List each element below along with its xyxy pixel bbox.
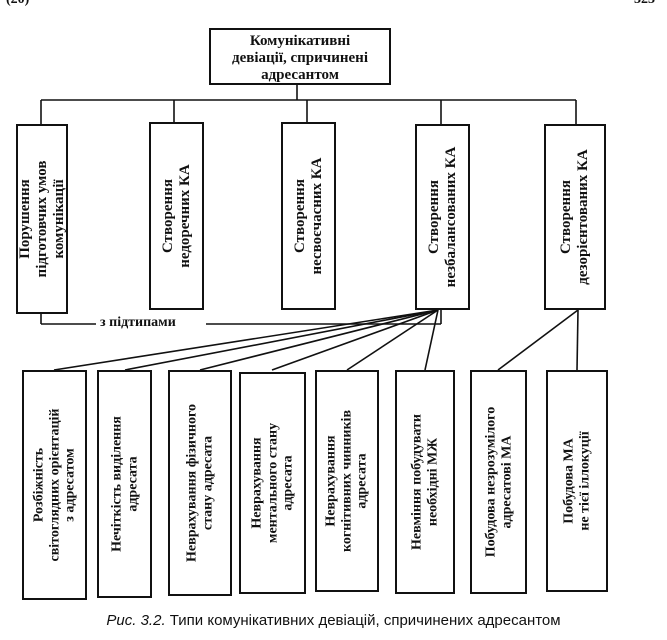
figure-caption: Рис. 3.2. Типи комунікативних девіацій, … [0,612,667,629]
level1-node-untimely-acts: Створення несвоєчасних КА [281,122,336,310]
level2-label: Неврахування фізичного стану адресата [184,404,215,562]
level1-label: Створення незбалансованих КА [425,146,459,288]
level2-node-worldview-divergence: Розбіжність світоглядних орієнтацій з ад… [22,370,87,600]
figure-caption-text: Типи комунікативних девіацій, спричинени… [169,612,561,629]
level2-label: Побудова МА не тієї іллокуції [561,431,592,531]
fan-line-6 [424,309,439,371]
level2-label: Невміння побудувати необхідні МЖ [409,414,440,550]
level2-node-physical-state: Неврахування фізичного стану адресата [168,370,232,596]
fan-line-5 [346,309,439,371]
level1-node-inappropriate-acts: Створення недоречних КА [149,122,204,310]
level2-node-cognitive-factors: Неврахування когнітивних чинників адреса… [315,370,379,592]
level1-label: Створення дезорієнтованих КА [558,149,591,285]
level1-node-disoriented-acts: Створення дезорієнтованих КА [544,124,606,310]
level1-label: Створення недоречних КА [159,164,193,268]
level2-label: Нечіткість виділення адресата [108,416,140,552]
level2-node-wrong-illocution: Побудова МА не тієї іллокуції [546,370,608,592]
root-node: Комунікативні девіації, спричинені адрес… [209,28,391,85]
level1-label: Створення несвоєчасних КА [291,157,325,275]
fan-line-2 [124,309,439,371]
fan-line-3 [199,309,439,371]
fan-line-4 [271,309,439,371]
level2-label: Неврахування ментального стану адресата [248,422,296,544]
level1-node-preparatory-conditions: Порушення підготовчих умов комунікації [16,124,68,314]
root-label: Комунікативні девіації, спричинені адрес… [232,33,368,83]
level2-label: Розбіжність світоглядних орієнтацій з ад… [30,408,78,562]
fan-line-8 [576,309,579,371]
page-header-left: (20) [6,0,29,8]
level2-node-incomprehensible-ma: Побудова незрозумілого адресатові МА [470,370,527,594]
page-number: 323 [634,0,655,8]
fan-line-1 [53,309,439,371]
level2-label: Побудова незрозумілого адресатові МА [482,406,514,558]
figure-number: Рис. 3.2. [106,612,166,629]
level2-node-mental-state: Неврахування ментального стану адресата [239,372,306,594]
level2-node-addressee-vagueness: Нечіткість виділення адресата [97,370,152,598]
level2-label: Неврахування когнітивних чинників адреса… [323,409,370,553]
level1-label: Порушення підготовчих умов комунікації [16,160,67,278]
level2-node-speech-genres: Невміння побудувати необхідні МЖ [395,370,455,594]
fan-line-7 [497,309,579,371]
subtypes-label: з підтипами [96,315,180,331]
level1-node-unbalanced-acts: Створення незбалансованих КА [415,124,470,310]
